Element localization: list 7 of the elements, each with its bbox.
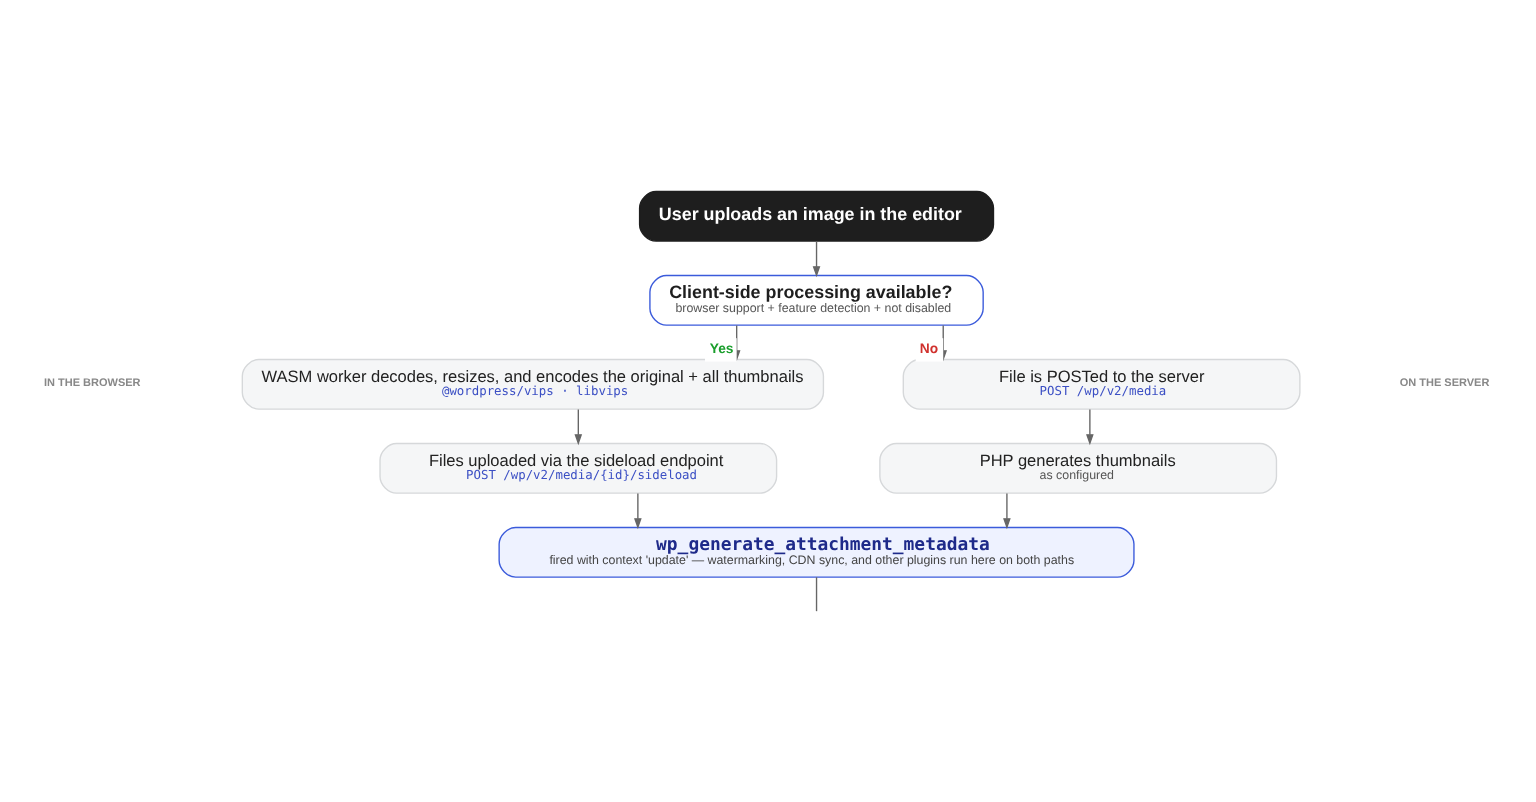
arrow [812, 239, 821, 277]
arrow [1003, 491, 1011, 529]
arrow [574, 407, 583, 445]
arrow [634, 491, 642, 529]
node-box: User uploads an image in the editor [638, 189, 995, 241]
connector [815, 575, 818, 611]
arrow [1086, 407, 1094, 445]
